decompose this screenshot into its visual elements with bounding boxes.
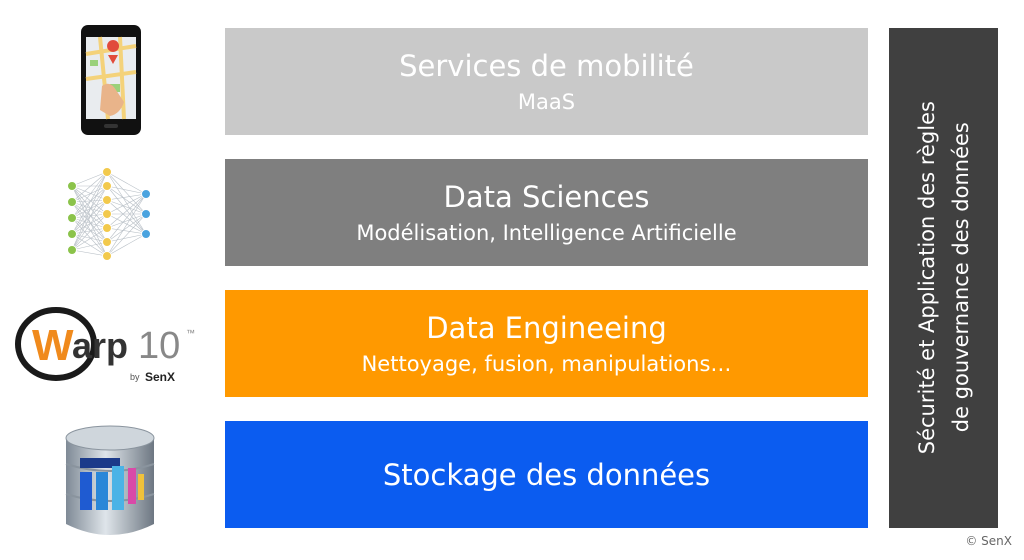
layer-mobility-services: Services de mobilité MaaS [225,28,868,135]
nn-edge [71,241,108,251]
nn-edge [71,171,108,203]
nn-edge [106,199,147,235]
layer-title: Services de mobilité [399,48,694,83]
nn-edge [71,185,108,251]
nn-edge [71,201,108,257]
nn-edge [106,171,147,195]
nn-edge [71,185,108,203]
nn-edge [106,193,147,229]
layer-title: Data Engineeing [426,310,667,345]
copyright-note: © SenX [965,534,1012,548]
nn-edge [106,227,147,235]
nn-edge [71,217,108,257]
layer-data-sciences: Data Sciences Modélisation, Intelligence… [225,159,868,266]
nn-edge [106,213,147,243]
nn-edge [71,217,108,229]
nn-edge [106,185,147,235]
nn-edge [71,171,108,219]
nn-node [102,195,112,205]
nn-edge [71,185,108,243]
nn-edge [71,199,108,251]
nn-node [102,251,112,261]
layer-subtitle: Nettoyage, fusion, manipulations… [361,351,732,376]
nn-edge [106,233,147,257]
nn-node [141,229,151,239]
governance-label: Sécurité et Application des règles de go… [910,101,978,454]
warp10-logo: W arp 10 ™ by SenX [10,300,215,390]
nn-edge [71,213,108,235]
governance-label-line1: Sécurité et Application des règles [914,101,939,455]
neural-network-icon [67,167,151,261]
nn-edge [106,171,147,235]
nn-edge [106,233,147,243]
nn-edge [71,227,108,251]
nn-node [67,181,77,191]
logo-arp: arp [72,325,128,366]
logo-w-letter: W [32,321,74,370]
nn-node [102,209,112,219]
nn-edge [71,185,108,257]
nn-edge [71,171,108,187]
nn-edge [71,201,108,229]
nn-edge [71,199,108,219]
nn-node [102,223,112,233]
logo-10: 10 [138,325,180,367]
governance-side-panel: Sécurité et Application des règles de go… [889,28,998,528]
layer-title: Data Sciences [443,179,650,214]
layer-data-engineering: Data Engineeing Nettoyage, fusion, manip… [225,290,868,397]
nn-edge [71,199,108,235]
nn-edge [106,213,147,257]
nn-node [102,181,112,191]
nn-edge [71,185,108,201]
nn-edge [71,171,108,235]
nn-edge [71,171,108,251]
nn-edge [71,185,108,215]
nn-edge [71,227,108,235]
nn-edge [71,199,108,203]
nn-edge [106,213,147,229]
nn-edge [106,171,147,215]
nn-edge [106,213,147,235]
nn-edge [71,213,108,251]
nn-edge [71,185,108,219]
nn-edge [106,193,147,243]
nn-edge [71,233,108,243]
nn-edge [71,213,108,219]
nn-node [102,167,112,177]
nn-edge [106,193,147,257]
smartphone-map-icon [81,25,141,135]
nn-node [67,197,77,207]
database-icon [65,425,155,535]
layer-subtitle: Modélisation, Intelligence Artificielle [356,220,737,245]
nn-edge [106,199,147,215]
nn-edge [71,201,108,215]
nn-edge [71,249,108,257]
nn-node [102,237,112,247]
nn-node [67,245,77,255]
nn-node [67,229,77,239]
nn-edge [106,185,147,195]
nn-node [141,209,151,219]
nn-node [67,213,77,223]
layer-title: Stockage des données [382,457,711,492]
logo-tm: ™ [186,328,195,338]
nn-edge [71,185,108,229]
nn-edge [106,185,147,215]
nn-edge [106,193,147,215]
nn-edge [71,185,108,235]
nn-edge [106,193,147,201]
layer-data-storage: Stockage des données [225,421,868,528]
nn-edge [71,201,108,243]
governance-label-line2: de gouvernance des données [948,122,973,434]
layer-subtitle: MaaS [517,89,576,114]
nn-edge [71,217,108,243]
logo-by: by [130,372,140,382]
logo-senx: SenX [145,370,175,384]
nn-node [141,189,151,199]
